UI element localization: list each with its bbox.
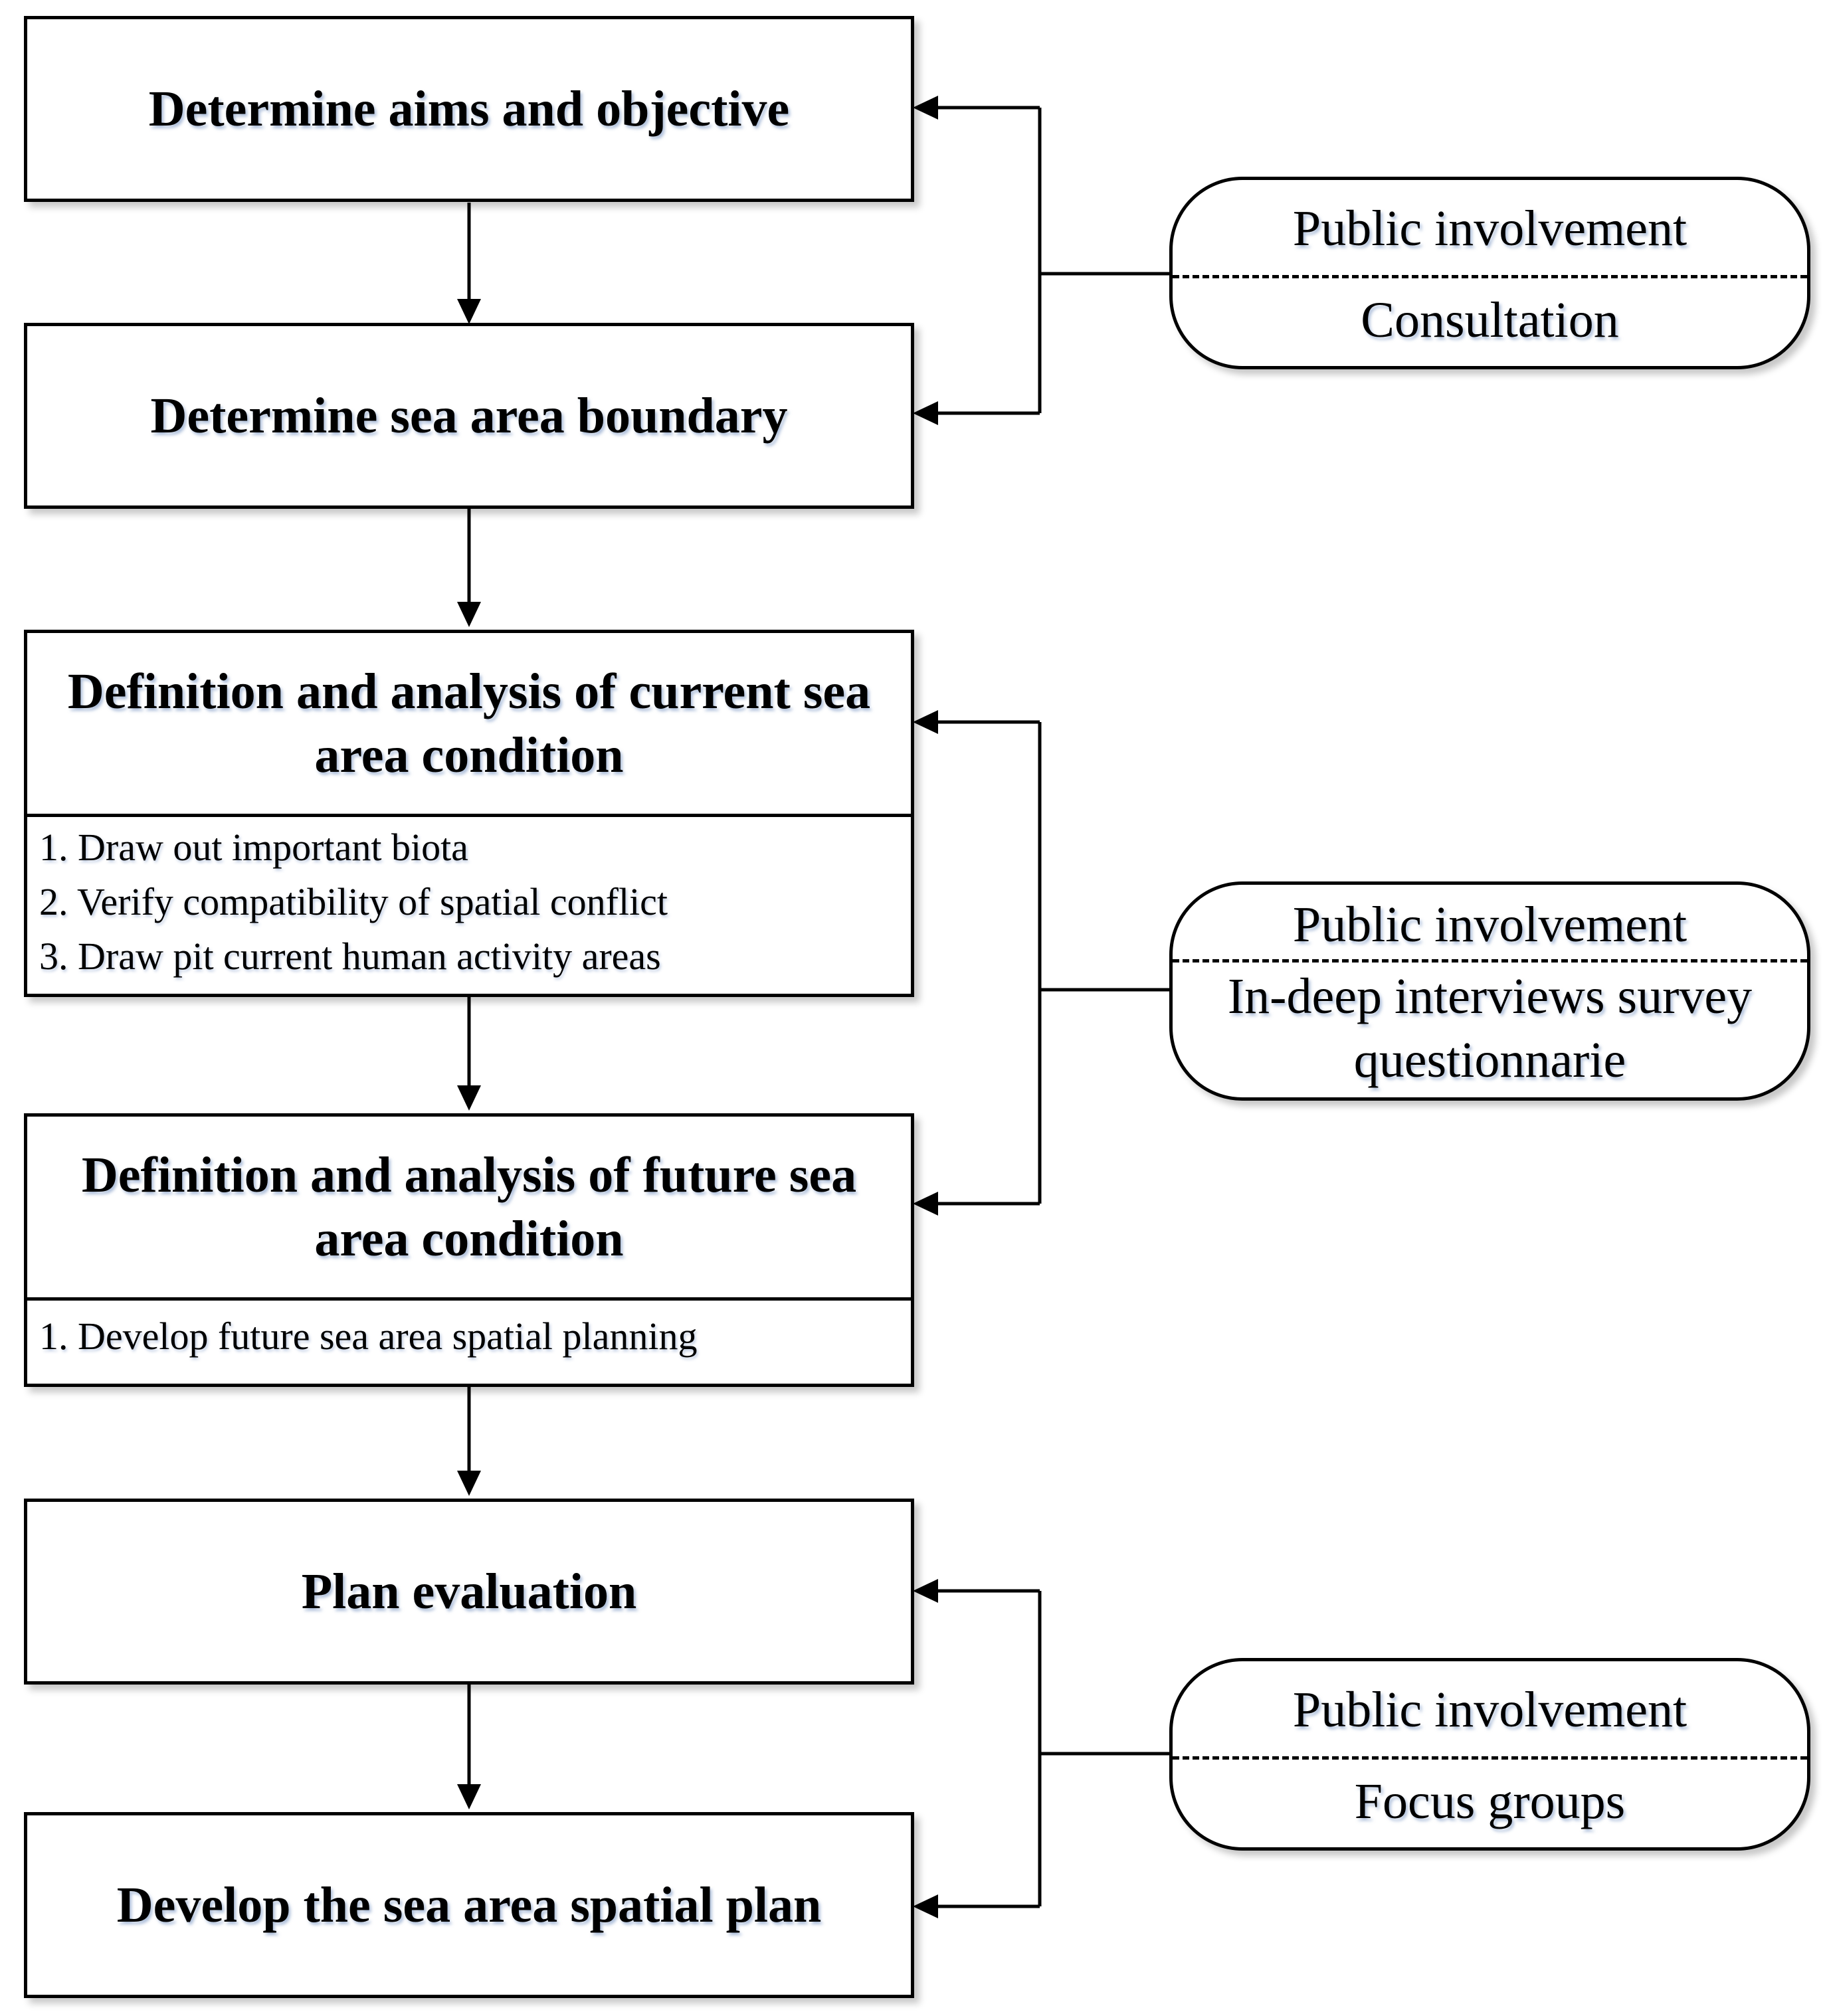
involvement-consultation-pill: Public involvement Consultation <box>1169 177 1810 369</box>
involvement-consultation-divider <box>1173 275 1807 278</box>
involvement-focus-method: Focus groups <box>1354 1774 1626 1829</box>
involvement-interviews-pill: Public involvement In-deep interviews su… <box>1169 881 1810 1101</box>
step-aims-title: Determine aims and objective <box>148 81 790 137</box>
list-item: 1. Develop future sea area spatial plann… <box>39 1315 698 1358</box>
bracket-consultation <box>931 106 1169 415</box>
arrow-interviews-to-current-head <box>913 710 938 734</box>
step-current-title: Definition and analysis of current sea a… <box>67 664 871 783</box>
step-future-box: Definition and analysis of future sea ar… <box>24 1113 914 1387</box>
list-item: 1. Draw out important biota <box>39 826 468 869</box>
step-future-title: Definition and analysis of future sea ar… <box>81 1147 857 1267</box>
step-current-divider <box>27 814 911 817</box>
arrow-consultation-to-aims-head <box>913 96 938 120</box>
involvement-interviews-divider <box>1173 959 1807 962</box>
involvement-focus-pill: Public involvement Focus groups <box>1169 1658 1810 1851</box>
step-develop-box: Develop the sea area spatial plan <box>24 1812 914 1998</box>
involvement-focus-divider <box>1173 1756 1807 1760</box>
involvement-interviews-header: Public involvement <box>1292 897 1687 953</box>
list-item: 3. Draw pit current human activity areas <box>39 935 661 978</box>
step-future-divider <box>27 1297 911 1301</box>
step-aims-box: Determine aims and objective <box>24 16 914 202</box>
involvement-focus-header: Public involvement <box>1292 1682 1687 1738</box>
arrow-aims-to-boundary-head <box>457 299 481 324</box>
step-future-list: 1. Develop future sea area spatial plann… <box>39 1309 903 1364</box>
step-boundary-box: Determine sea area boundary <box>24 323 914 509</box>
step-evaluation-title: Plan evaluation <box>301 1564 637 1619</box>
involvement-consultation-method: Consultation <box>1361 292 1619 348</box>
step-develop-title: Develop the sea area spatial plan <box>116 1877 822 1933</box>
step-evaluation-box: Plan evaluation <box>24 1499 914 1685</box>
list-item: 2. Verify compatibility of spatial confl… <box>39 880 668 923</box>
arrow-current-to-future-head <box>457 1085 481 1111</box>
step-current-list: 1. Draw out important biota 2. Verify co… <box>39 820 903 984</box>
arrow-boundary-to-current-head <box>457 602 481 627</box>
bracket-interviews <box>931 720 1169 1206</box>
bracket-focus-groups <box>931 1589 1169 1908</box>
arrow-interviews-to-future-head <box>913 1192 938 1216</box>
involvement-consultation-header: Public involvement <box>1292 201 1687 256</box>
arrow-future-to-evaluation-head <box>457 1471 481 1496</box>
arrow-focus-to-develop-head <box>913 1894 938 1918</box>
step-boundary-title: Determine sea area boundary <box>150 388 788 444</box>
step-current-box: Definition and analysis of current sea a… <box>24 630 914 997</box>
arrow-focus-to-evaluation-head <box>913 1579 938 1603</box>
involvement-interviews-method: In-deep interviews survey questionnarie <box>1227 968 1753 1088</box>
arrow-consultation-to-boundary-head <box>913 401 938 425</box>
arrow-evaluation-to-develop-head <box>457 1784 481 1809</box>
